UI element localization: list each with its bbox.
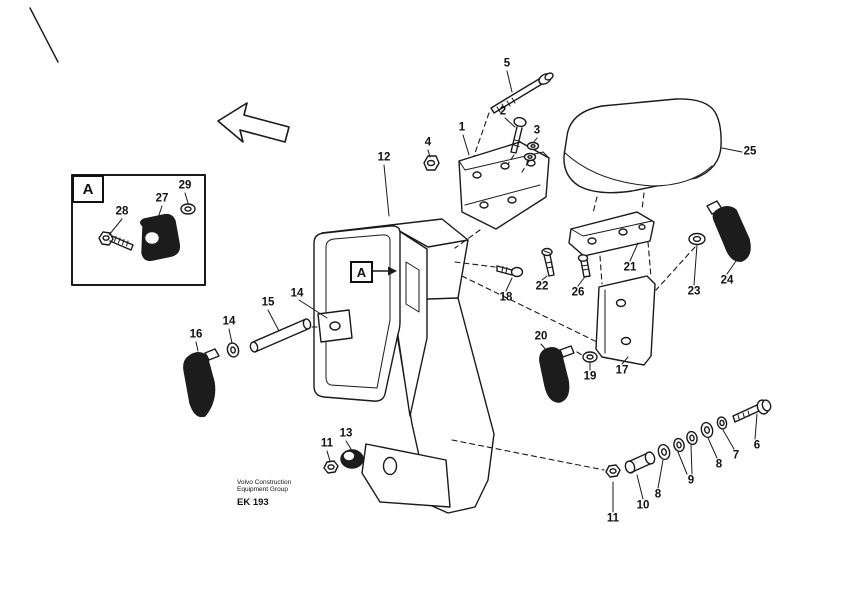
pointer-a-label: A bbox=[350, 261, 373, 283]
corner-mark bbox=[29, 7, 59, 63]
part-label-7: 7 bbox=[732, 449, 740, 462]
part-25-armrest-pad bbox=[563, 98, 722, 194]
part-label-4: 4 bbox=[424, 136, 432, 149]
part-label-15: 15 bbox=[261, 296, 275, 309]
part-label-6: 6 bbox=[753, 439, 761, 452]
part-label-11-right: 11 bbox=[606, 512, 620, 525]
part-12-console-bracket bbox=[313, 218, 495, 514]
part-18-bolt bbox=[496, 265, 524, 278]
part-label-25: 25 bbox=[743, 145, 757, 158]
part-22-screw bbox=[541, 247, 555, 277]
part-label-8-right: 8 bbox=[715, 458, 723, 471]
part-6-bolt bbox=[732, 399, 772, 423]
part-29-washer bbox=[180, 203, 196, 215]
detail-box-a-label: A bbox=[72, 175, 104, 203]
part-label-8-left: 8 bbox=[654, 488, 662, 501]
part-label-10: 10 bbox=[636, 499, 650, 512]
part-1-bracket bbox=[458, 141, 550, 230]
part-label-22: 22 bbox=[535, 280, 549, 293]
part-label-1: 1 bbox=[458, 121, 466, 134]
brand-line-1: Volvo Construction bbox=[237, 479, 292, 486]
part-10-spacer bbox=[624, 451, 656, 474]
part-28-bolt bbox=[98, 231, 134, 251]
part-label-3: 3 bbox=[533, 124, 541, 137]
part-label-14-left: 14 bbox=[222, 315, 236, 328]
part-label-11-left: 11 bbox=[320, 437, 334, 450]
assembly-dashed-lines bbox=[311, 112, 696, 471]
part-label-29: 29 bbox=[178, 179, 192, 192]
part-17-bracket bbox=[595, 275, 656, 366]
part-label-18: 18 bbox=[499, 291, 513, 304]
footer: Volvo Construction Equipment Group EK 19… bbox=[237, 479, 291, 508]
part-21-bracket bbox=[568, 211, 655, 257]
part-14-washer-left bbox=[226, 342, 240, 358]
part-label-19: 19 bbox=[583, 370, 597, 383]
pointer-a-arrow bbox=[371, 266, 397, 276]
part-label-14-upper: 14 bbox=[290, 287, 304, 300]
part-5-bolt bbox=[490, 72, 554, 114]
part-19-washer bbox=[582, 351, 598, 363]
part-label-17: 17 bbox=[615, 364, 629, 377]
part-16-handle bbox=[183, 348, 220, 418]
part-label-21: 21 bbox=[623, 261, 637, 274]
part-9-washers bbox=[673, 430, 698, 453]
part-4-nut bbox=[423, 155, 440, 171]
part-label-5: 5 bbox=[503, 57, 511, 70]
part-20-handle bbox=[539, 345, 575, 403]
part-label-12: 12 bbox=[377, 151, 391, 164]
part-label-9: 9 bbox=[687, 474, 695, 487]
part-8-washer-right bbox=[700, 421, 714, 439]
brand-line-2: Equipment Group bbox=[237, 486, 288, 494]
part-23-washer bbox=[688, 232, 706, 246]
part-24-handle bbox=[706, 200, 751, 262]
part-label-24: 24 bbox=[720, 274, 734, 287]
part-8-washer-left bbox=[657, 443, 671, 461]
part-label-16: 16 bbox=[189, 328, 203, 341]
drawing-code: EK 193 bbox=[237, 496, 269, 508]
part-7-washer bbox=[716, 416, 728, 430]
part-2-bolt bbox=[510, 116, 527, 154]
part-label-13: 13 bbox=[339, 427, 353, 440]
direction-arrow-icon bbox=[217, 102, 290, 143]
part-15-rod bbox=[249, 318, 312, 353]
part-11-nut-left bbox=[323, 460, 339, 474]
part-11-nut-right bbox=[605, 464, 621, 478]
part-label-20: 20 bbox=[534, 330, 548, 343]
part-27-clamp bbox=[140, 213, 181, 262]
part-label-27: 27 bbox=[155, 192, 169, 205]
part-label-2: 2 bbox=[499, 105, 507, 118]
part-26-screw bbox=[577, 254, 591, 278]
pointer-a-text: A bbox=[356, 264, 367, 280]
part-13-bumper bbox=[340, 449, 364, 469]
part-label-28: 28 bbox=[115, 205, 129, 218]
detail-box-a-text: A bbox=[82, 180, 94, 198]
part-label-23: 23 bbox=[687, 285, 701, 298]
label-leader-lines bbox=[108, 70, 758, 513]
part-label-26: 26 bbox=[571, 286, 585, 299]
